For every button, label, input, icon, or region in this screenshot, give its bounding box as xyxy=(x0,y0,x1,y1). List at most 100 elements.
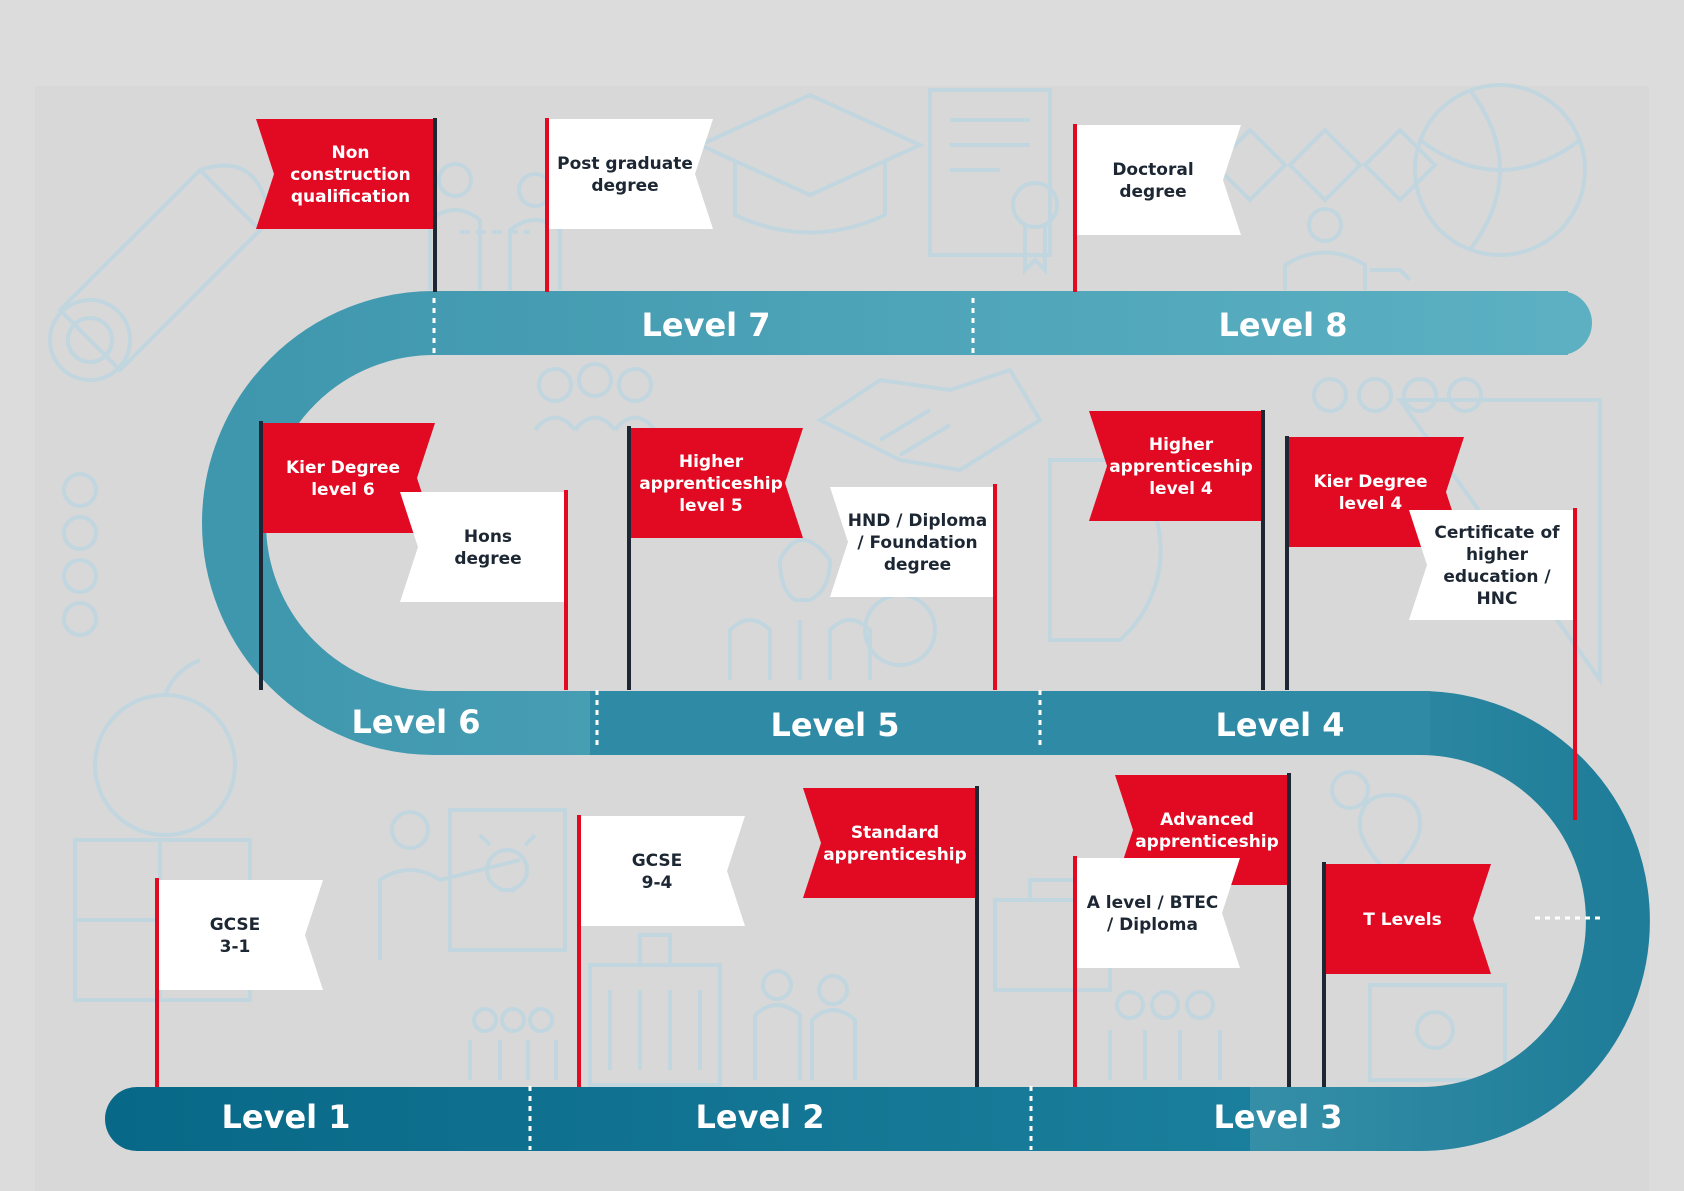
flag-label-line: apprenticeship xyxy=(1109,457,1253,477)
level-label-1: Level 1 xyxy=(221,1098,350,1136)
flag-label-line: Higher xyxy=(679,452,744,472)
flag-label-line: higher xyxy=(1466,545,1529,565)
flag-banner xyxy=(1409,510,1575,620)
flag-label-line: apprenticeship xyxy=(639,474,783,494)
graduation-cap-icon xyxy=(695,92,925,235)
flag-label-line: level 5 xyxy=(679,496,743,516)
flag-banner xyxy=(1089,411,1263,521)
presenter-icon xyxy=(378,808,567,960)
flag-label-line: apprenticeship xyxy=(1135,832,1279,852)
flag-label-line: education / xyxy=(1443,567,1551,587)
flag-label-line: HNC xyxy=(1477,589,1518,609)
flag-label-line: GCSE xyxy=(210,915,261,935)
flag-label-line: apprenticeship xyxy=(823,845,967,865)
lightbulb-people-icon xyxy=(728,538,937,680)
flag-banner xyxy=(803,788,977,898)
flag-label: A level / BTEC/ Diploma xyxy=(1087,893,1219,935)
level-label-7: Level 7 xyxy=(641,306,770,344)
track-bottom-curve xyxy=(1080,691,1650,1151)
flag-label-line: Kier Degree xyxy=(1313,472,1427,492)
flag-label-line: degree xyxy=(454,549,521,569)
flag-banner xyxy=(400,492,566,602)
level-label-4: Level 4 xyxy=(1215,706,1344,744)
flag-banner xyxy=(256,119,435,229)
flag-banner xyxy=(547,119,713,229)
track-top-curve xyxy=(202,291,1568,755)
flag-t-levels: T Levels xyxy=(1322,862,1491,1087)
flag-label-line: Certificate of xyxy=(1434,523,1560,543)
apple-icon xyxy=(93,658,237,837)
flag-label-line: Higher xyxy=(1149,435,1214,455)
abacus-icon xyxy=(62,377,1483,637)
level-label-5: Level 5 xyxy=(770,706,899,744)
flag-label-line: Non xyxy=(331,143,369,163)
level-track xyxy=(105,291,1650,1151)
flag-label: T Levels xyxy=(1363,910,1441,930)
flag-label-line: Hons xyxy=(464,527,512,547)
level-label-8: Level 8 xyxy=(1218,306,1347,344)
flag-label-line: GCSE xyxy=(632,851,683,871)
diamonds-icon xyxy=(1212,127,1438,290)
flag-label-line: degree xyxy=(884,555,951,575)
flag-label-line: qualification xyxy=(291,187,410,207)
flag-banner xyxy=(579,816,745,926)
level-labels: Level 1 Level 2 Level 3 Level 4 Level 5 … xyxy=(221,306,1347,1136)
group-people-icon xyxy=(468,969,1222,1080)
flag-label-line: Advanced xyxy=(1160,810,1254,830)
flag-label-line: Doctoral xyxy=(1112,160,1193,180)
flag-banner xyxy=(629,428,803,538)
flag-banner xyxy=(1075,125,1241,235)
team-helmets-icon xyxy=(533,362,657,432)
flag-label-line: Post graduate xyxy=(557,154,693,174)
flag-label-line: 3-1 xyxy=(220,937,251,957)
flag-label-line: A level / BTEC xyxy=(1087,893,1219,913)
flag-label-line: level 4 xyxy=(1339,494,1403,514)
flag-label-line: construction xyxy=(290,165,410,185)
track-middle-straight xyxy=(590,691,1430,755)
flag-label-line: level 4 xyxy=(1149,479,1213,499)
flag-label-line: degree xyxy=(591,176,658,196)
flag-label-line: Kier Degree xyxy=(286,458,400,478)
handshake-icon xyxy=(816,367,1043,473)
flag-label-line: / Foundation xyxy=(857,533,977,553)
globe-icon xyxy=(1413,83,1587,257)
certificate-icon xyxy=(928,88,1059,275)
flag-banner xyxy=(1324,864,1491,974)
level-label-2: Level 2 xyxy=(695,1098,824,1136)
level-separators xyxy=(432,298,1600,1150)
background-illustrations xyxy=(48,83,1602,1087)
diploma-frame-icon xyxy=(1368,983,1507,1082)
track-top-cap xyxy=(1560,291,1592,355)
flag-banner xyxy=(157,880,323,990)
flag-banner xyxy=(1075,858,1240,968)
